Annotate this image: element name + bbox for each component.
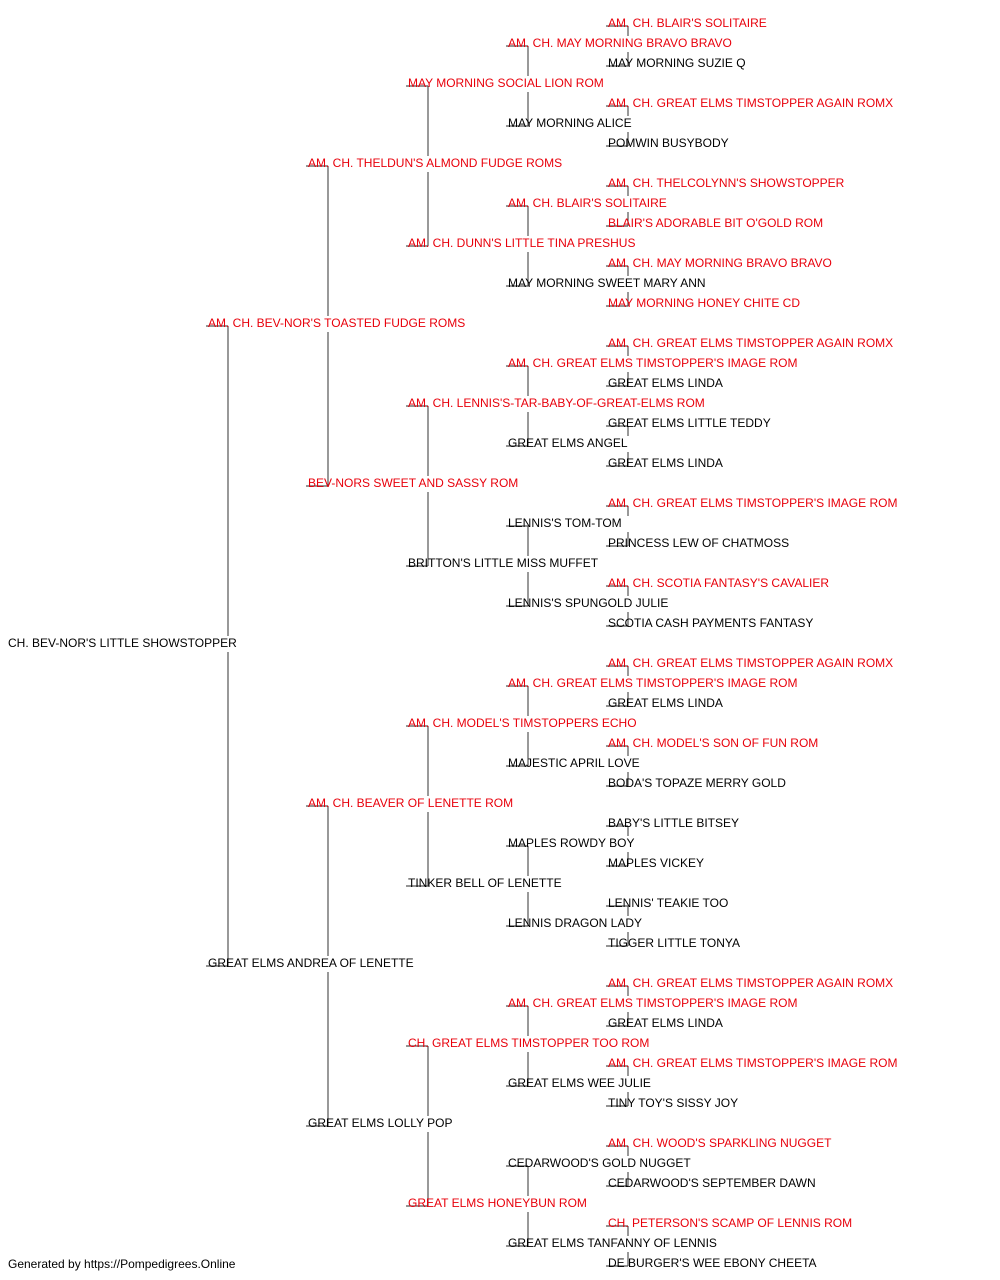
pedigree-name-gen4: MAY MORNING ALICE xyxy=(508,116,632,130)
pedigree-name-gen3: CH. GREAT ELMS TIMSTOPPER TOO ROM xyxy=(408,1036,649,1050)
pedigree-name-gen5: PRINCESS LEW OF CHATMOSS xyxy=(608,536,789,550)
pedigree-name-gen5: GREAT ELMS LITTLE TEDDY xyxy=(608,416,771,430)
pedigree-name-gen4: MAJESTIC APRIL LOVE xyxy=(508,756,640,770)
pedigree-name-gen4: AM. CH. BLAIR'S SOLITAIRE xyxy=(508,196,667,210)
pedigree-name-gen5: AM. CH. GREAT ELMS TIMSTOPPER AGAIN ROMX xyxy=(608,976,893,990)
pedigree-name-gen5: MAY MORNING SUZIE Q xyxy=(608,56,746,70)
pedigree-name-gen3: AM. CH. DUNN'S LITTLE TINA PRESHUS xyxy=(408,236,635,250)
pedigree-name-gen5: DE BURGER'S WEE EBONY CHEETA xyxy=(608,1256,817,1270)
pedigree-name-gen5: GREAT ELMS LINDA xyxy=(608,376,723,390)
pedigree-name-gen3: GREAT ELMS HONEYBUN ROM xyxy=(408,1196,587,1210)
pedigree-name-gen5: BABY'S LITTLE BITSEY xyxy=(608,816,739,830)
pedigree-name-gen4: MAPLES ROWDY BOY xyxy=(508,836,634,850)
tree-connectors xyxy=(206,25,629,1267)
pedigree-name-gen4: LENNIS'S SPUNGOLD JULIE xyxy=(508,596,668,610)
pedigree-name-gen4: CEDARWOOD'S GOLD NUGGET xyxy=(508,1156,691,1170)
tree-names: CH. BEV-NOR'S LITTLE SHOWSTOPPER AM. CH. … xyxy=(8,16,897,1270)
pedigree-name-gen4: GREAT ELMS ANGEL xyxy=(508,436,628,450)
pedigree-name-gen5: AM. CH. GREAT ELMS TIMSTOPPER'S IMAGE RO… xyxy=(608,496,897,510)
pedigree-name-gen5: AM. CH. GREAT ELMS TIMSTOPPER'S IMAGE RO… xyxy=(608,1056,897,1070)
pedigree-name-gen5: TIGGER LITTLE TONYA xyxy=(608,936,740,950)
pedigree-name-gen5: SCOTIA CASH PAYMENTS FANTASY xyxy=(608,616,813,630)
pedigree-name-gen5: POMWIN BUSYBODY xyxy=(608,136,729,150)
pedigree-name-gen1: AM. CH. BEV-NOR'S TOASTED FUDGE ROMS xyxy=(208,316,465,330)
pedigree-name-gen5: BLAIR'S ADORABLE BIT O'GOLD ROM xyxy=(608,216,823,230)
pedigree-name-gen4: LENNIS DRAGON LADY xyxy=(508,916,642,930)
pedigree-name-gen4: LENNIS'S TOM-TOM xyxy=(508,516,622,530)
pedigree-name-gen5: LENNIS' TEAKIE TOO xyxy=(608,896,728,910)
pedigree-name-gen5: AM. CH. MAY MORNING BRAVO BRAVO xyxy=(608,256,832,270)
pedigree-name-gen0: CH. BEV-NOR'S LITTLE SHOWSTOPPER xyxy=(8,636,237,650)
pedigree-name-gen5: AM. CH. BLAIR'S SOLITAIRE xyxy=(608,16,767,30)
pedigree-name-gen5: GREAT ELMS LINDA xyxy=(608,1016,723,1030)
pedigree-name-gen3: MAY MORNING SOCIAL LION ROM xyxy=(408,76,604,90)
pedigree-name-gen5: AM. CH. GREAT ELMS TIMSTOPPER AGAIN ROMX xyxy=(608,96,893,110)
pedigree-name-gen2: GREAT ELMS LOLLY POP xyxy=(308,1116,453,1130)
pedigree-name-gen5: CEDARWOOD'S SEPTEMBER DAWN xyxy=(608,1176,816,1190)
pedigree-name-gen4: GREAT ELMS WEE JULIE xyxy=(508,1076,651,1090)
pedigree-name-gen5: CH. PETERSON'S SCAMP OF LENNIS ROM xyxy=(608,1216,852,1230)
pedigree-name-gen3: BRITTON'S LITTLE MISS MUFFET xyxy=(408,556,599,570)
pedigree-name-gen4: AM. CH. GREAT ELMS TIMSTOPPER'S IMAGE RO… xyxy=(508,356,797,370)
pedigree-name-gen3: AM. CH. LENNIS'S-TAR-BABY-OF-GREAT-ELMS … xyxy=(408,396,705,410)
pedigree-name-gen2: BEV-NORS SWEET AND SASSY ROM xyxy=(308,476,518,490)
pedigree-name-gen5: AM. CH. THELCOLYNN'S SHOWSTOPPER xyxy=(608,176,845,190)
pedigree-name-gen5: MAPLES VICKEY xyxy=(608,856,704,870)
pedigree-name-gen5: AM. CH. SCOTIA FANTASY'S CAVALIER xyxy=(608,576,829,590)
pedigree-name-gen5: GREAT ELMS LINDA xyxy=(608,456,723,470)
pedigree-name-gen5: TINY TOY'S SISSY JOY xyxy=(608,1096,738,1110)
pedigree-name-gen4: MAY MORNING SWEET MARY ANN xyxy=(508,276,706,290)
pedigree-name-gen1: GREAT ELMS ANDREA OF LENETTE xyxy=(208,956,414,970)
pedigree-name-gen4: AM. CH. MAY MORNING BRAVO BRAVO xyxy=(508,36,732,50)
pedigree-name-gen2: AM. CH. THELDUN'S ALMOND FUDGE ROMS xyxy=(308,156,562,170)
pedigree-name-gen5: AM. CH. MODEL'S SON OF FUN ROM xyxy=(608,736,818,750)
pedigree-name-gen5: GREAT ELMS LINDA xyxy=(608,696,723,710)
pedigree-name-gen5: MAY MORNING HONEY CHITE CD xyxy=(608,296,800,310)
pedigree-name-gen3: AM. CH. MODEL'S TIMSTOPPERS ECHO xyxy=(408,716,637,730)
pedigree-name-gen5: AM. CH. GREAT ELMS TIMSTOPPER AGAIN ROMX xyxy=(608,656,893,670)
pedigree-name-gen3: TINKER BELL OF LENETTE xyxy=(408,876,562,890)
pedigree-name-gen4: AM. CH. GREAT ELMS TIMSTOPPER'S IMAGE RO… xyxy=(508,996,797,1010)
pedigree-name-gen2: AM. CH. BEAVER OF LENETTE ROM xyxy=(308,796,513,810)
footer-credit: Generated by https://Pompedigrees.Online xyxy=(8,1257,236,1271)
pedigree-name-gen5: AM. CH. WOOD'S SPARKLING NUGGET xyxy=(608,1136,832,1150)
pedigree-name-gen4: GREAT ELMS TANFANNY OF LENNIS xyxy=(508,1236,717,1250)
pedigree-name-gen5: AM. CH. GREAT ELMS TIMSTOPPER AGAIN ROMX xyxy=(608,336,893,350)
pedigree-name-gen5: BODA'S TOPAZE MERRY GOLD xyxy=(608,776,786,790)
pedigree-name-gen4: AM. CH. GREAT ELMS TIMSTOPPER'S IMAGE RO… xyxy=(508,676,797,690)
